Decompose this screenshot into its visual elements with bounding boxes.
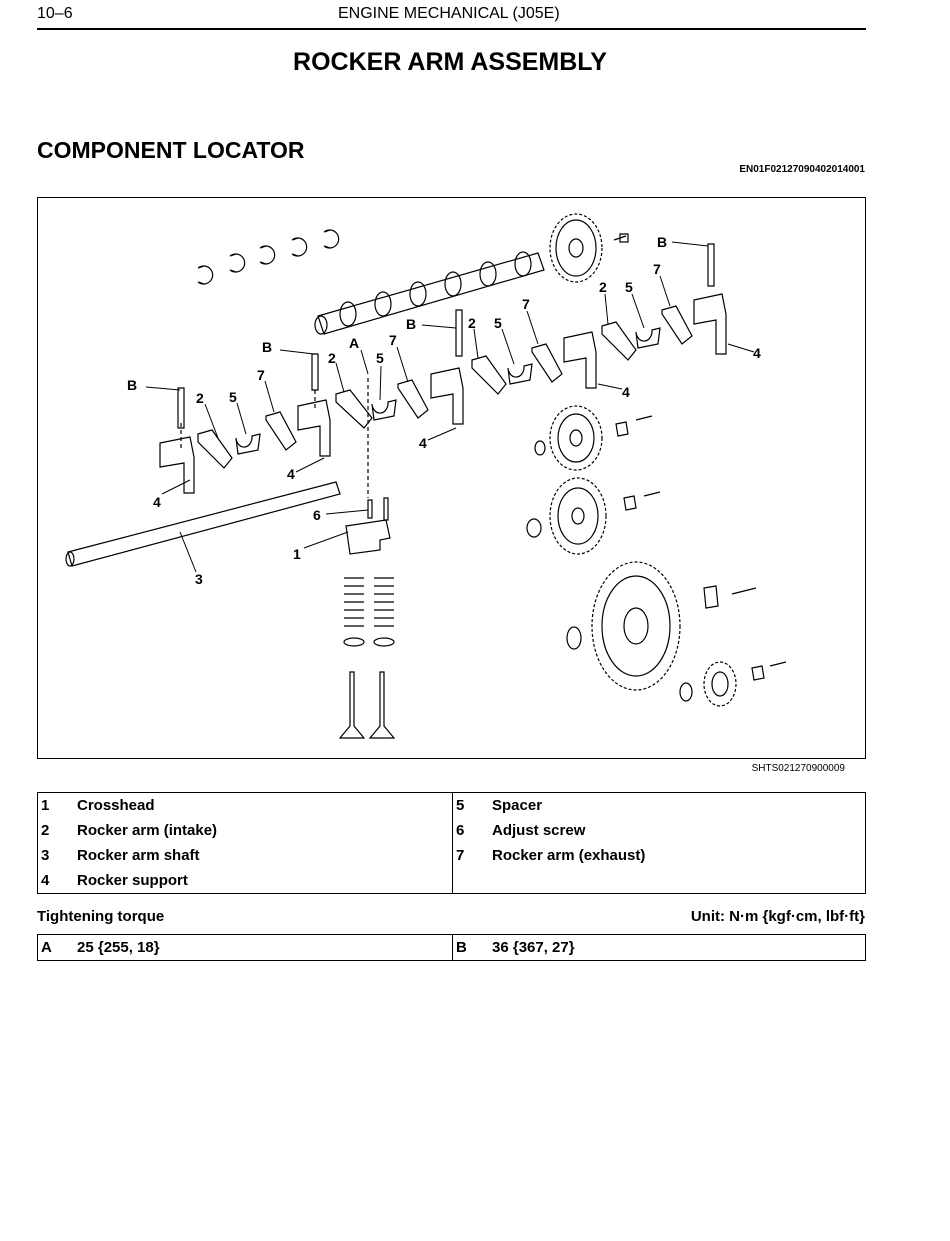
header-rule	[37, 28, 866, 30]
table-row: A 25 {255, 18} B 36 {367, 27}	[38, 934, 866, 961]
legend-name: Crosshead	[77, 797, 155, 814]
callout-6: 6	[313, 507, 321, 523]
callout-2-c: 2	[468, 315, 476, 331]
table-row: 4 Rocker support	[38, 868, 866, 894]
torque-key: B	[452, 934, 492, 961]
callout-B-right: B	[657, 234, 667, 250]
torque-value: 25 {255, 18}	[77, 939, 160, 956]
section-heading: COMPONENT LOCATOR	[37, 137, 305, 163]
header-section-title: ENGINE MECHANICAL (J05E)	[338, 5, 560, 22]
component-legend-table: 1 Crosshead 5 Spacer 2 Rocker arm (intak…	[37, 792, 866, 894]
legend-name: Rocker arm shaft	[77, 847, 200, 864]
callout-3: 3	[195, 571, 203, 587]
callout-A: A	[349, 335, 359, 351]
figure-code: SHTS021270900009	[751, 763, 845, 774]
torque-table: A 25 {255, 18} B 36 {367, 27}	[37, 934, 866, 961]
torque-label: Tightening torque	[37, 908, 165, 925]
legend-name: Rocker support	[77, 872, 188, 889]
exploded-view-drawing: B B B B A 2 5 7 2 5 7 2 5 7 2 5 7 4 4 4 …	[65, 213, 787, 739]
callout-5-b: 5	[376, 350, 384, 366]
page-number: 10–6	[37, 5, 73, 22]
rocker-arm-shaft	[65, 481, 341, 567]
legend-name: Rocker arm (exhaust)	[492, 847, 646, 864]
callout-2-d: 2	[599, 279, 607, 295]
bolts	[177, 243, 715, 498]
torque-key: A	[41, 939, 52, 956]
legend-name: Rocker arm (intake)	[77, 822, 218, 839]
callout-5-c: 5	[494, 315, 502, 331]
callout-1: 1	[293, 546, 301, 562]
legend-num: 3	[41, 847, 50, 864]
idler-gears	[526, 405, 787, 707]
callout-5-a: 5	[229, 389, 237, 405]
callout-7-c: 7	[522, 296, 530, 312]
legend-name: Spacer	[492, 797, 543, 814]
bearing-caps	[197, 229, 340, 285]
legend-num: 6	[452, 818, 492, 843]
legend-name	[492, 868, 866, 894]
legend-num: 5	[452, 792, 492, 818]
legend-num: 1	[41, 797, 50, 814]
callout-B-left: B	[127, 377, 137, 393]
callout-4-e: 4	[753, 345, 761, 361]
torque-unit: Unit: N·m {kgf·cm, lbf·ft}	[690, 908, 865, 925]
callout-B-mid: B	[262, 339, 272, 355]
callout-2-a: 2	[196, 390, 204, 406]
rocker-parts	[159, 293, 727, 494]
callout-4-b: 4	[287, 466, 295, 482]
callout-B-center: B	[406, 316, 416, 332]
callout-4-c: 4	[419, 435, 427, 451]
camshaft	[314, 251, 545, 335]
callout-2-b: 2	[328, 350, 336, 366]
component-figure: B B B B A 2 5 7 2 5 7 2 5 7 2 5 7 4 4 4 …	[37, 197, 866, 759]
table-row: 1 Crosshead 5 Spacer	[38, 792, 866, 818]
legend-name: Adjust screw	[492, 822, 586, 839]
callout-7-a: 7	[257, 367, 265, 383]
legend-num: 4	[41, 872, 50, 889]
torque-value: 36 {367, 27}	[492, 939, 575, 956]
callout-7-b: 7	[389, 332, 397, 348]
table-row: 3 Rocker arm shaft 7 Rocker arm (exhaust…	[38, 843, 866, 868]
legend-num: 2	[41, 822, 50, 839]
leader-lines	[145, 241, 755, 573]
callout-5-d: 5	[625, 279, 633, 295]
callout-4-a: 4	[153, 494, 161, 510]
valve-assembly	[338, 497, 396, 739]
page-title: ROCKER ARM ASSEMBLY	[293, 48, 607, 76]
callout-7-d: 7	[653, 261, 661, 277]
cam-gear	[549, 213, 629, 283]
callout-4-d: 4	[622, 384, 630, 400]
legend-num: 7	[452, 843, 492, 868]
legend-num	[452, 868, 492, 894]
document-code: EN01F02127090402014001	[739, 164, 865, 175]
table-row: 2 Rocker arm (intake) 6 Adjust screw	[38, 818, 866, 843]
